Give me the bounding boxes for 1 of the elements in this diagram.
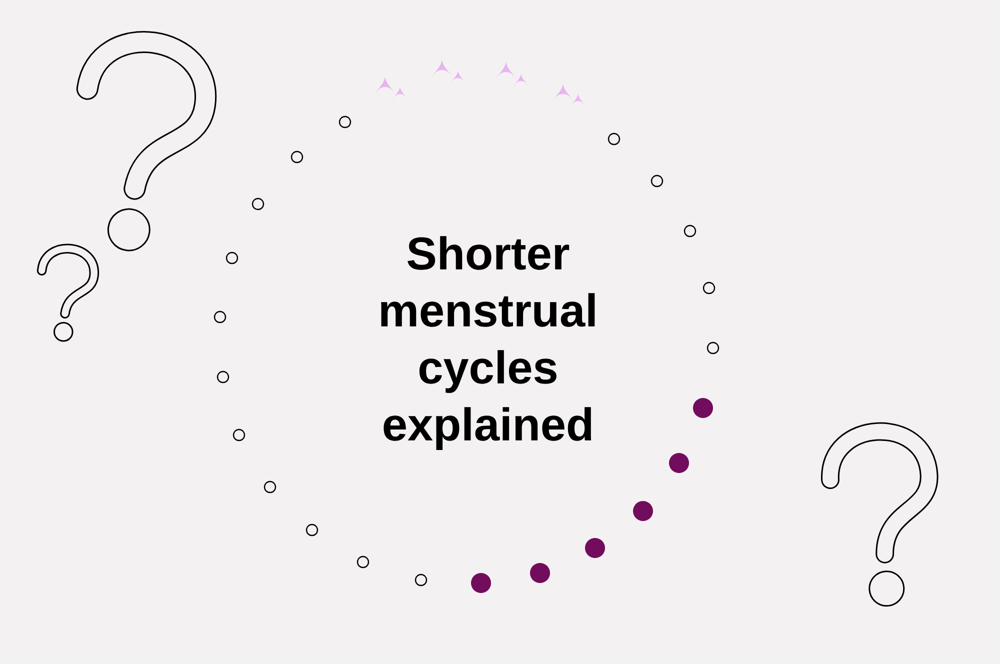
- title: Shorter menstrual cycles explained: [381, 236, 595, 450]
